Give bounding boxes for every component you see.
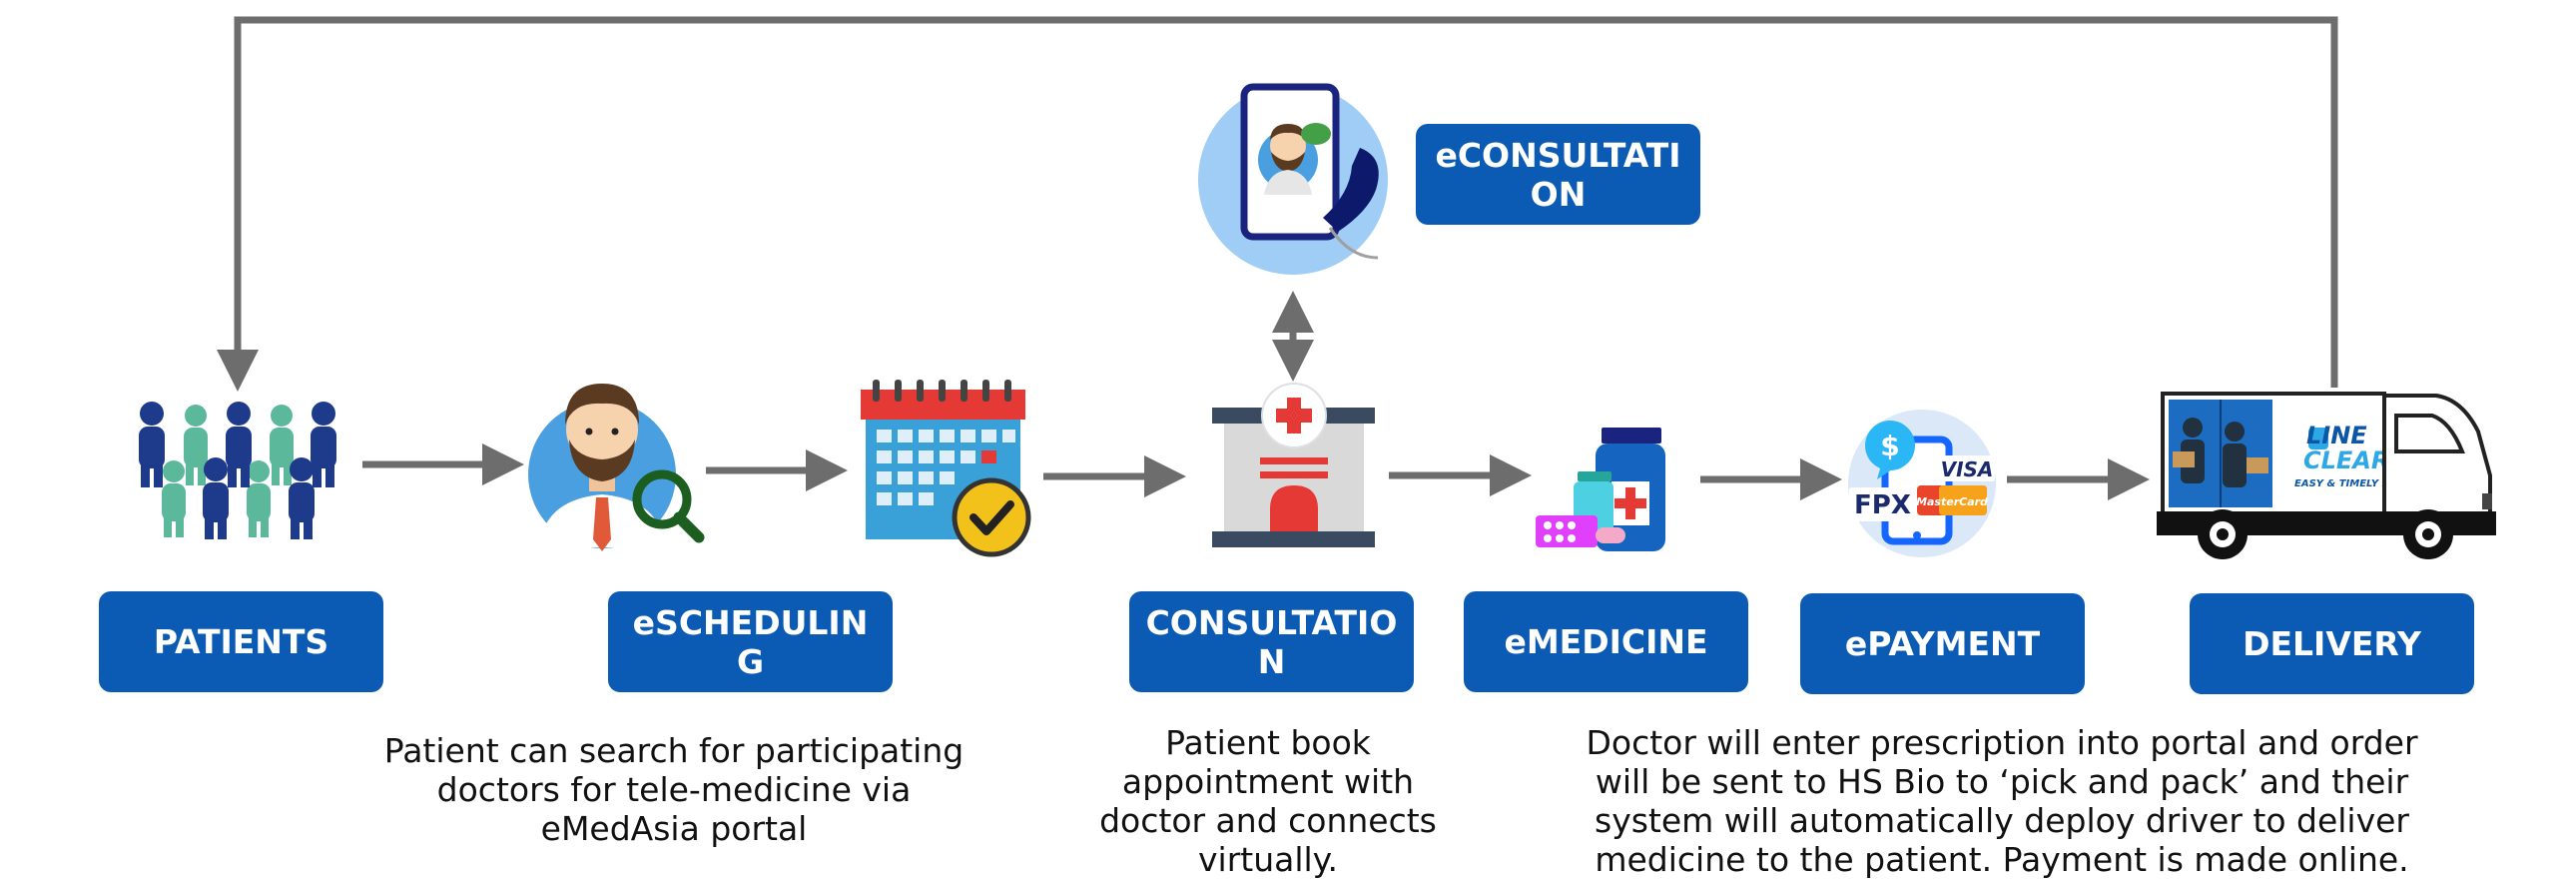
escheduling-label: eSCHEDULING [608,591,893,692]
doctor-search-icon [528,384,705,551]
mastercard-logo-text: MasterCard [1916,495,1988,508]
consultation-label: CONSULTATION [1129,591,1414,692]
delivery-truck-icon: LINE CLEAR EASY & TIMELY DELIVERY [2157,392,2496,559]
patients-label: PATIENTS [99,591,383,692]
calendar-check-icon [861,380,1031,557]
truck-brand-line2: CLEAR [2303,446,2389,474]
patients-group-icon [139,402,336,539]
mobile-payment-icon: $ FPX VISA MasterCard [1848,410,1996,557]
epayment-label: ePAYMENT [1800,593,2085,694]
truck-brand-line1: LINE [2306,422,2367,449]
search-description: Patient can search for participating doc… [383,731,965,848]
prescription-description: Doctor will enter prescription into port… [1586,723,2418,879]
clinic-building-icon [1212,383,1375,547]
fpx-logo-text: FPX [1854,490,1911,520]
phone-video-call-icon [1198,83,1388,275]
emedicine-label: eMEDICINE [1464,591,1748,692]
truck-tagline: EASY & TIMELY DELIVERY [2294,478,2437,489]
return-loop-arrow [217,16,2338,392]
medicine-icon [1536,428,1665,551]
delivery-label: DELIVERY [2190,593,2474,694]
book-description: Patient book appointment with doctor and… [1099,723,1437,879]
connectors [217,16,2338,500]
dollar-sign-text: $ [1880,430,1899,462]
visa-logo-text: VISA [1941,457,1994,481]
econsultation-label: eCONSULTATION [1416,124,1700,225]
